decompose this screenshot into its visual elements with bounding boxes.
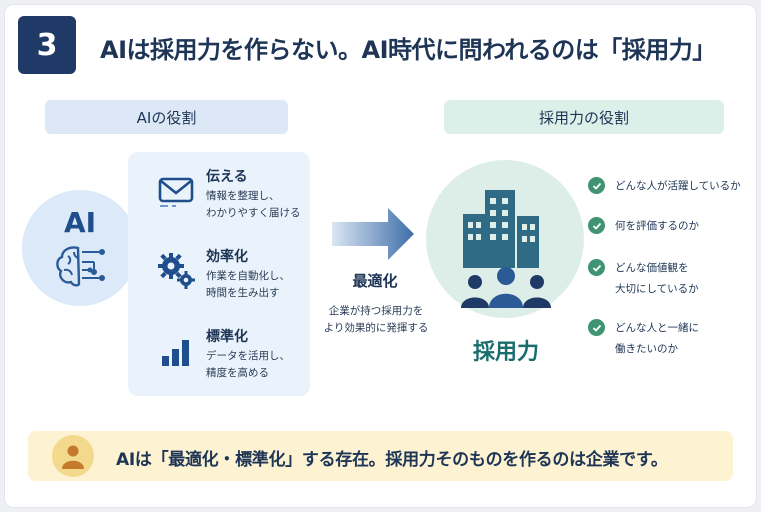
optimization-label: 最適化: [352, 272, 398, 290]
role-title: 伝える: [206, 169, 248, 185]
ai-roles-panel: 伝える 情報を整理し、 わかりやすく届ける: [128, 152, 310, 396]
role-title: 効率化: [206, 249, 248, 265]
company-people-icon: [461, 190, 551, 308]
check-text: どんな人が活躍しているか: [615, 176, 741, 197]
recruiting-power-label: 採用力: [472, 340, 539, 365]
role-description: 作業を自動化し、 時間を生み出す: [206, 268, 290, 302]
check-icon: [588, 259, 605, 276]
optimization-desc-line: 企業が持つ採用力を: [328, 305, 424, 317]
ai-role-header: AIの役割: [45, 100, 288, 134]
section-number-badge: 3: [18, 16, 76, 74]
check-text-line: 働きたいのか: [615, 343, 678, 355]
recruiting-role-header: 採用力の役割: [444, 100, 724, 134]
role-desc-line: 情報を整理し、: [206, 190, 280, 202]
check-icon: [588, 217, 605, 234]
check-item: 何を評価するのか: [588, 216, 699, 237]
right-arrow-icon: [332, 208, 414, 260]
person-avatar-icon: [52, 435, 94, 477]
check-item: どんな価値観を 大切にしているか: [588, 258, 699, 300]
check-text-line: どんな価値観を: [615, 262, 689, 274]
check-icon: [588, 177, 605, 194]
conclusion-banner: AIは「最適化・標準化」する存在。採用力そのものを作るのは企業です。: [28, 431, 733, 481]
conclusion-text: AIは「最適化・標準化」する存在。採用力そのものを作るのは企業です。: [116, 450, 668, 470]
check-item: どんな人が活躍しているか: [588, 176, 741, 197]
page-title: AIは採用力を作らない。AI時代に問われるのは「採用力」: [100, 36, 716, 64]
envelope-icon: [158, 177, 194, 207]
role-desc-line: 精度を高める: [206, 367, 269, 379]
role-desc-line: 時間を生み出す: [206, 287, 280, 299]
gears-icon: [158, 253, 195, 289]
role-desc-line: 作業を自動化し、: [206, 270, 290, 282]
bar-chart-icon: [162, 340, 189, 366]
role-desc-line: データを活用し、: [206, 350, 290, 362]
role-description: 情報を整理し、 わかりやすく届ける: [206, 188, 301, 222]
role-item-communicate: 伝える 情報を整理し、 わかりやすく届ける: [128, 166, 310, 236]
check-text: 何を評価するのか: [615, 216, 699, 237]
ai-circle-text: AI: [63, 206, 97, 239]
brain-circuit-icon: [56, 246, 105, 287]
role-desc-line: わかりやすく届ける: [206, 207, 301, 219]
check-text-line: どんな人と一緒に: [615, 322, 699, 334]
check-text-line: 大切にしているか: [615, 283, 699, 295]
check-text: どんな価値観を 大切にしているか: [615, 258, 699, 300]
role-item-efficiency: 効率化 作業を自動化し、 時間を生み出す: [128, 246, 310, 316]
role-description: データを活用し、 精度を高める: [206, 348, 290, 382]
optimization-description: 企業が持つ採用力を より効果的に発揮する: [314, 303, 438, 337]
check-text: どんな人と一緒に 働きたいのか: [615, 318, 699, 360]
check-item: どんな人と一緒に 働きたいのか: [588, 318, 699, 360]
check-text-line: どんな人が活躍しているか: [615, 180, 741, 192]
role-item-standardize: 標準化 データを活用し、 精度を高める: [128, 326, 310, 396]
optimization-desc-line: より効果的に発揮する: [323, 322, 429, 334]
check-icon: [588, 319, 605, 336]
role-title: 標準化: [206, 329, 248, 345]
ai-circle: AI: [22, 190, 138, 306]
check-text-line: 何を評価するのか: [615, 220, 699, 232]
